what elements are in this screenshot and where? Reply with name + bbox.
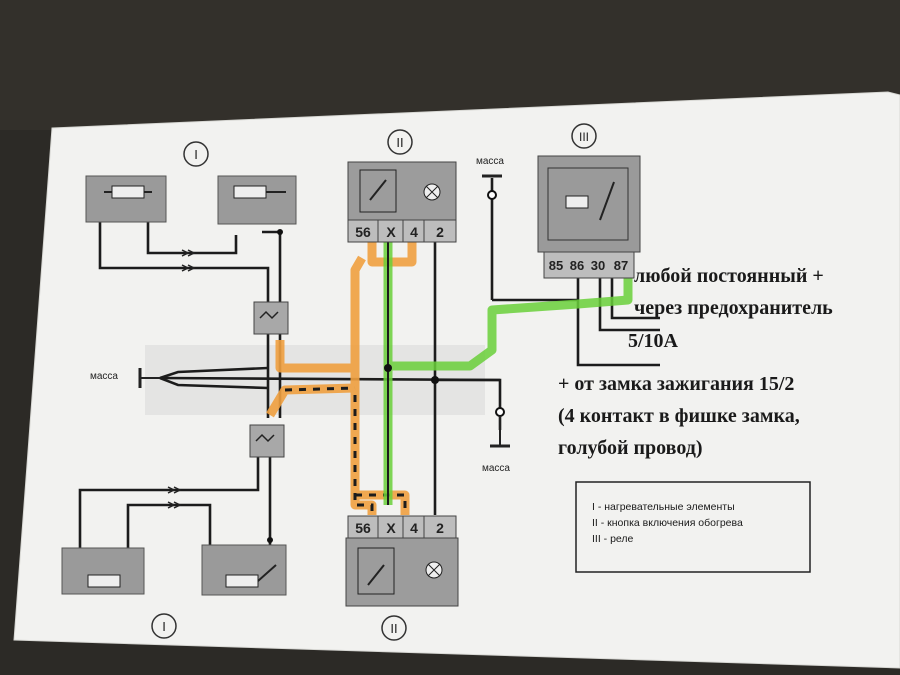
button-top-pin-4: 4 <box>410 224 418 240</box>
ground-label-left: масса <box>90 371 118 382</box>
legend-item-heaters: I - нагревательные элементы <box>592 501 735 513</box>
relay-pin-85: 85 <box>549 258 563 273</box>
button-bottom-pin-2: 2 <box>436 520 444 536</box>
ground-label-right: масса <box>482 463 510 474</box>
note-line-1: любой постоянный + <box>634 265 824 287</box>
button-bottom-pin-x: X <box>386 520 396 536</box>
button-top-pin-x: X <box>386 224 396 240</box>
legend-box <box>575 481 811 573</box>
button-top-pin-56: 56 <box>355 224 371 240</box>
note-line-4: + от замка зажигания 15/2 <box>558 373 794 395</box>
group-marker-relay: III <box>579 130 589 144</box>
note-line-2: через предохранитель <box>634 297 833 319</box>
note-line-6: голубой провод) <box>558 437 703 459</box>
relay-pin-87: 87 <box>614 258 628 273</box>
junction-dots <box>267 190 505 543</box>
heater-button-top <box>347 161 457 243</box>
heater-element-bottom-right <box>201 544 287 596</box>
heater-element-top-left <box>85 175 167 223</box>
group-marker-heaters-bottom: I <box>162 619 166 634</box>
arrow-marks <box>167 249 196 509</box>
group-marker-circles <box>151 123 597 641</box>
relay-pin-30: 30 <box>591 258 605 273</box>
legend-item-button: II - кнопка включения обогрева <box>592 517 743 529</box>
ground-label-top: масса <box>476 156 504 167</box>
group-marker-button-bottom: II <box>390 621 397 636</box>
relay <box>537 155 641 279</box>
note-line-5: (4 контакт в фишке замка, <box>558 405 800 427</box>
relay-pin-86: 86 <box>570 258 584 273</box>
button-top-pin-2: 2 <box>436 224 444 240</box>
group-marker-heaters-top: I <box>194 147 198 162</box>
button-bottom-pin-56: 56 <box>355 520 371 536</box>
button-bottom-pin-4: 4 <box>410 520 418 536</box>
heater-element-top-right <box>217 175 297 225</box>
thermo-switch-lower <box>249 424 285 458</box>
group-marker-button-top: II <box>396 135 403 150</box>
ground-symbols <box>138 174 510 448</box>
legend-item-relay: III - реле <box>592 533 634 545</box>
black-orange-dashes <box>284 386 407 515</box>
thermo-switch-upper <box>253 301 289 335</box>
note-line-3: 5/10А <box>628 330 679 352</box>
heater-button-bottom <box>345 515 459 607</box>
heater-element-bottom-left <box>61 547 145 595</box>
